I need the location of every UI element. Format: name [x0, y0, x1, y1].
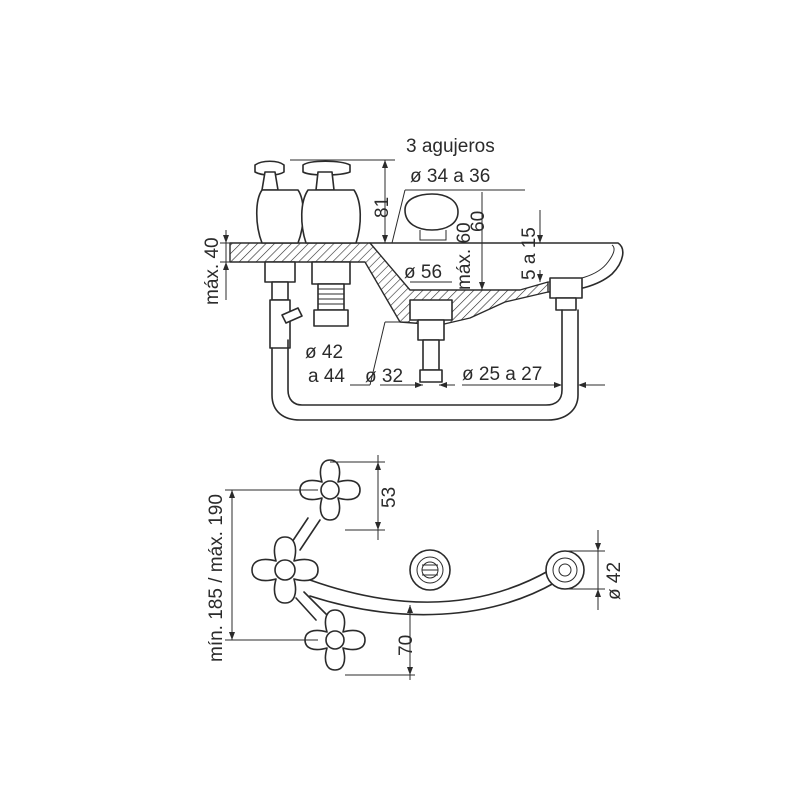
left-valve: [254, 160, 305, 349]
overflow-fitting: [549, 277, 583, 311]
dim-56-label: ø 56: [404, 262, 442, 283]
holes-title-label: 3 agujeros: [406, 136, 495, 157]
dim-5a15-label: 5 a 15: [519, 227, 540, 280]
drain-body: [409, 299, 453, 383]
dim-min-max-label: mín. 185 / máx. 190: [206, 494, 227, 662]
threaded-shank: [317, 283, 345, 311]
drain-pipe: [271, 309, 579, 421]
dim-81-label: 81: [372, 197, 393, 218]
side-view: 3 agujeros ø 34 a 36 81 60 máx. 60 máx. …: [202, 136, 624, 421]
right-valve: [300, 160, 362, 327]
dimension-lines-side: [220, 159, 605, 388]
dim-max60-label: máx. 60: [454, 222, 475, 290]
overflow-strainer: [545, 550, 585, 590]
dim-32-label: ø 32: [365, 366, 403, 387]
dim-44-label: a 44: [308, 366, 345, 387]
dim-60-label: 60: [468, 211, 489, 232]
dim-25a27-label: ø 25 a 27: [462, 364, 542, 385]
dimension-lines-top: [225, 455, 605, 680]
dim-42-top-label: ø 42: [604, 562, 625, 600]
drain-strainer: [409, 549, 451, 591]
dim-53-label: 53: [379, 487, 400, 508]
holes-diameter-label: ø 34 a 36: [410, 166, 490, 187]
dim-42-label: ø 42: [305, 342, 343, 363]
dim-70-label: 70: [396, 635, 417, 656]
cross-handle-middle: [251, 536, 319, 604]
countertop-section: [229, 242, 549, 326]
drain-knob: [404, 193, 459, 241]
dim-max40-label: máx. 40: [202, 237, 223, 305]
cross-handle-bottom: [304, 609, 366, 671]
top-view: 53 mín. 185 / máx. 190 70 ø 42: [206, 455, 625, 680]
